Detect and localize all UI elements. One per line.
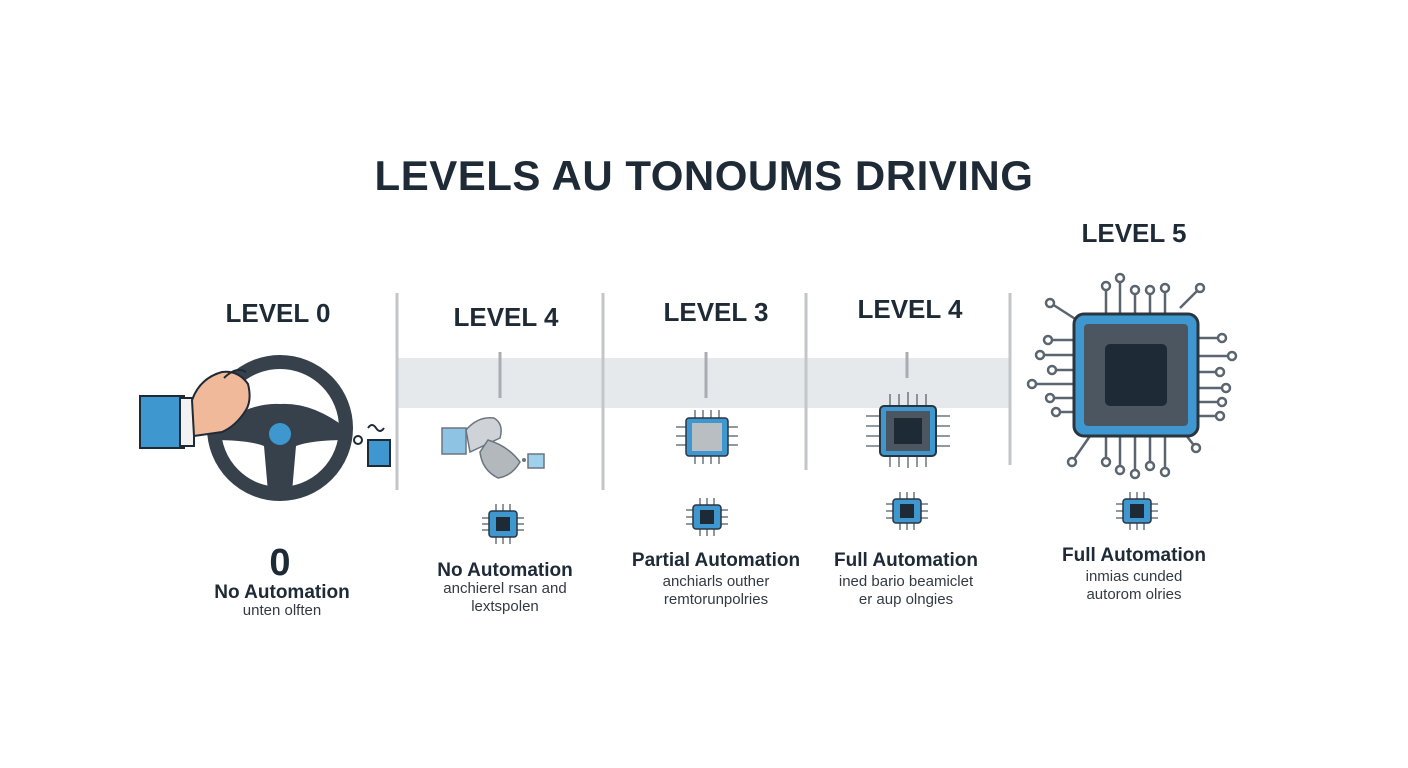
- level-label: LEVEL 5: [1081, 218, 1187, 248]
- level-name: No Automation: [437, 560, 573, 581]
- chip-icon: [886, 492, 928, 530]
- level-description: anchierel rsan and: [443, 580, 567, 597]
- chip-icon: [866, 392, 950, 468]
- chip-icon: [1116, 492, 1158, 530]
- chip-icon: [686, 498, 728, 536]
- steering-wheel-icon: [207, 355, 353, 501]
- page-title: LEVELS AU TONOUMS DRIVING: [374, 152, 1034, 199]
- tick-marks: [498, 352, 909, 398]
- pedal-icon: [353, 424, 391, 467]
- level-name: Partial Automation: [631, 550, 801, 571]
- progress-band: [398, 358, 1010, 408]
- level-label: LEVEL 4: [453, 302, 559, 332]
- level-label: LEVEL 3: [663, 297, 769, 327]
- level-label: LEVEL 4: [857, 294, 963, 324]
- level-label: LEVEL 0: [225, 298, 331, 328]
- level-name: No Automation: [214, 582, 350, 603]
- level-description: autorom olries: [1086, 586, 1182, 603]
- level-description: remtorunpolries: [663, 591, 769, 608]
- chip-icon: [482, 504, 524, 544]
- level-name: Full Automation: [1062, 545, 1206, 566]
- level-number: 0: [269, 542, 291, 584]
- level-description: ined bario beamiclet: [838, 573, 974, 590]
- hand-icon: [441, 417, 545, 479]
- chip-icon: [676, 410, 738, 464]
- level-name: Full Automation: [834, 550, 978, 571]
- hand-icon: [139, 369, 251, 449]
- column-dividers: [395, 293, 1012, 490]
- level-description: inmias cunded: [1085, 568, 1183, 585]
- level-description: lextspolen: [471, 598, 539, 615]
- chip-icon: [1026, 272, 1238, 480]
- level-description: anchiarls outher: [662, 573, 770, 590]
- level-description: er aup olngies: [858, 591, 954, 608]
- level-description: unten olften: [242, 602, 322, 619]
